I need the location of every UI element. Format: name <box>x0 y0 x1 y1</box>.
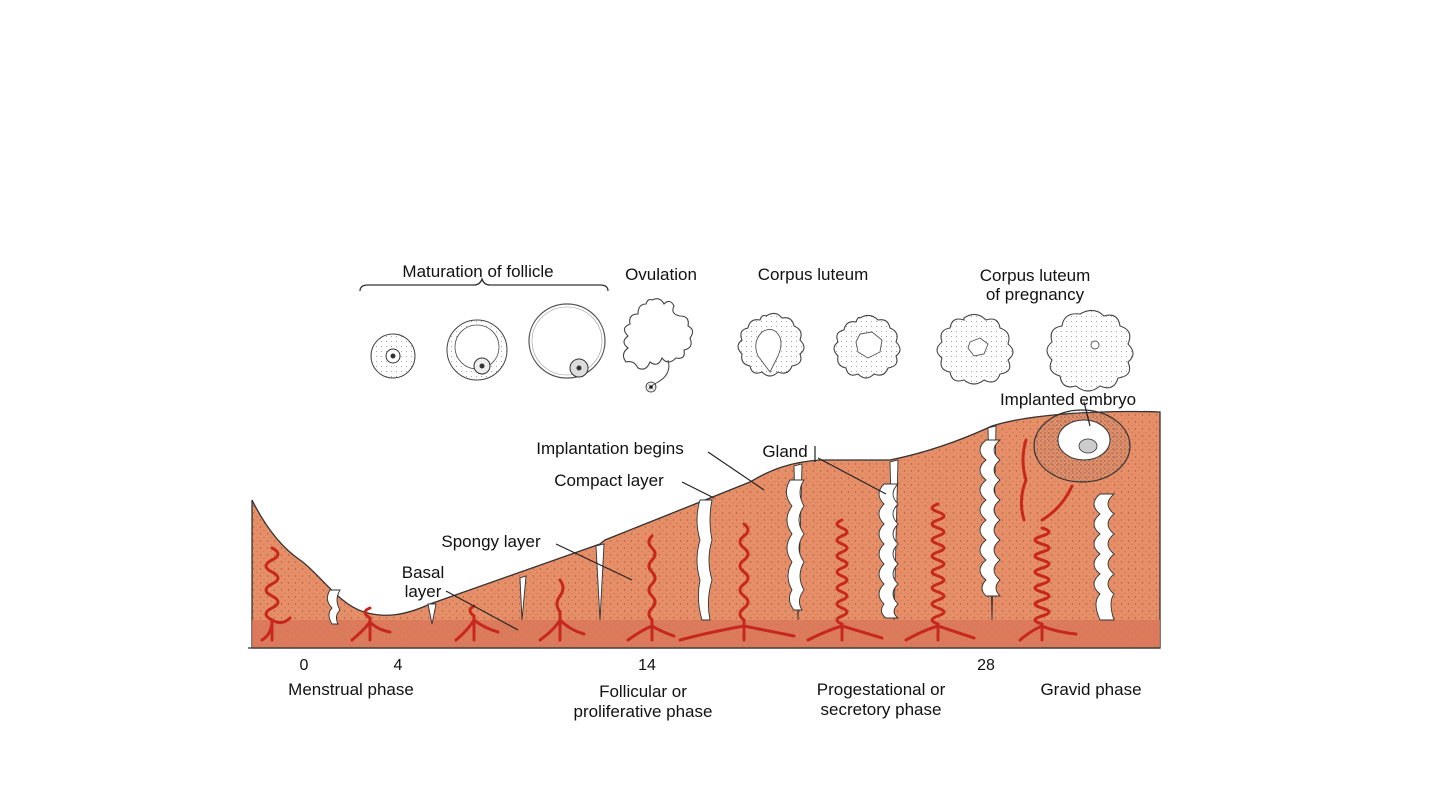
implantation-begins-label: Implantation begins <box>536 439 683 458</box>
artery-menstrual <box>264 546 280 642</box>
compact-layer-label: Compact layer <box>554 471 664 490</box>
gland-follicular-1 <box>696 499 713 621</box>
artery-secretory-1 <box>835 518 849 642</box>
artery-proliferative-1 <box>555 578 565 642</box>
corpus-luteum-label: Corpus luteum <box>758 265 869 284</box>
spiral-arteries <box>260 438 1078 642</box>
corpus-luteum-pregnancy-label-line2: of pregnancy <box>986 285 1085 304</box>
progestational-phase-label-line1: Progestational or <box>817 680 946 699</box>
basal-layer-label-line1: Basal <box>402 563 445 582</box>
follicle-primary-icon <box>370 333 416 379</box>
gland-follicular-2 <box>786 479 805 611</box>
follicular-phase-label-line1: Follicular or <box>599 682 687 701</box>
implanted-embryo-icon <box>1033 409 1131 483</box>
phase-labels: Menstrual phase Follicular or proliferat… <box>288 680 1141 721</box>
glands <box>327 439 1116 625</box>
gland-secretory-1 <box>878 483 900 619</box>
basal-layer-label-line2: layer <box>405 582 442 601</box>
ovulation-label: Ovulation <box>625 265 697 284</box>
corpus-luteum-early-icon <box>737 312 805 377</box>
follicular-phase-label-line2: proliferative phase <box>574 702 713 721</box>
implanted-embryo-label: Implanted embryo <box>1000 390 1136 409</box>
day-tick-28: 28 <box>977 657 995 674</box>
gravid-phase-label: Gravid phase <box>1040 680 1141 699</box>
progestational-phase-label-line2: secretory phase <box>821 700 942 719</box>
day-tick-14: 14 <box>638 657 656 674</box>
artery-basal-1 <box>363 606 372 642</box>
corpus-luteum-pregnancy-mature-icon <box>1046 309 1134 392</box>
day-tick-0: 0 <box>300 657 309 674</box>
artery-secretory-2 <box>930 502 946 642</box>
artery-basal-2 <box>468 604 476 642</box>
gland-secretory-2 <box>979 439 1002 597</box>
follicle-secondary-icon <box>446 319 508 381</box>
day-axis: 0 4 14 28 <box>300 657 995 674</box>
gland-gravid <box>1093 493 1116 621</box>
artery-proliferative-2 <box>647 534 657 642</box>
artery-proliferative-3 <box>738 522 750 642</box>
corpus-luteum-mature-icon <box>833 314 901 379</box>
leader-lines <box>445 401 1091 631</box>
corpus-luteum-pregnancy-label-line1: Corpus luteum <box>980 266 1091 285</box>
ovary-row: Maturation of follicle Ovulation Corpus … <box>359 262 1134 393</box>
corpus-luteum-pregnancy-early-icon <box>936 313 1014 385</box>
maturation-of-follicle-label: Maturation of follicle <box>402 262 553 281</box>
spongy-layer-label: Spongy layer <box>441 532 541 551</box>
maturation-brace <box>359 276 609 292</box>
ovulation-rupturing-follicle-icon <box>622 298 694 393</box>
artery-gravid <box>1033 526 1051 642</box>
endometrium-wall <box>248 409 1161 649</box>
follicle-mature-icon <box>528 303 606 379</box>
day-tick-4: 4 <box>394 657 403 674</box>
gland-menstrual <box>327 589 341 625</box>
menstrual-phase-label: Menstrual phase <box>288 680 414 699</box>
gland-label: Gland <box>762 442 807 461</box>
